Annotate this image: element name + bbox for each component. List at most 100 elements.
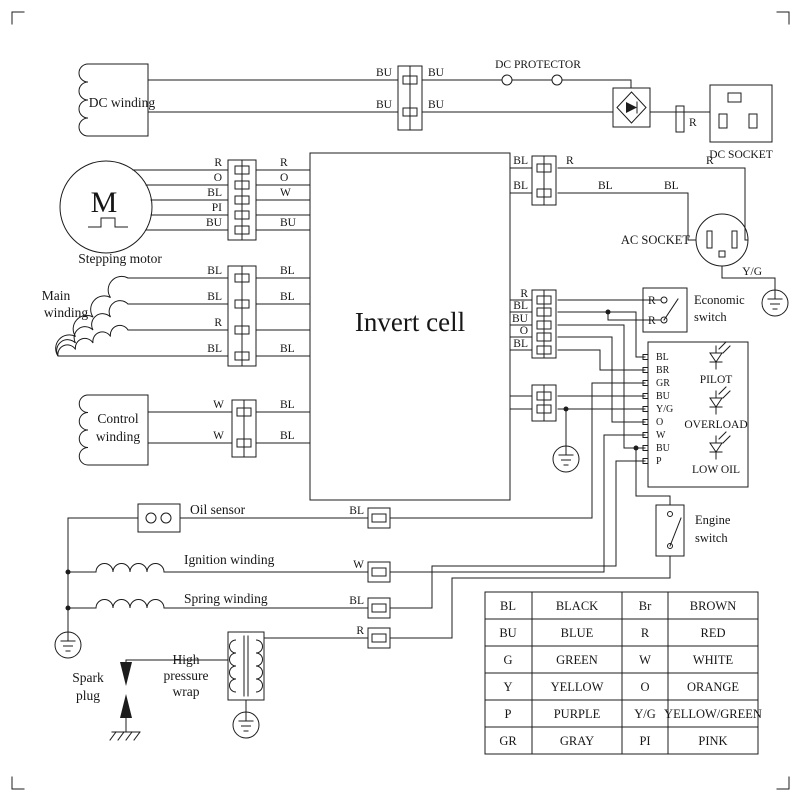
economic-switch	[642, 287, 688, 333]
wire-label: R	[520, 288, 528, 300]
wire-label: BL	[207, 343, 222, 355]
ground-symbol-mid	[552, 445, 580, 473]
legend-abbr: Y/G	[634, 707, 656, 721]
wire-label: O	[520, 325, 528, 337]
engine-switch	[655, 504, 685, 557]
legend-name: BLUE	[561, 626, 594, 640]
dc-socket-label: DC SOCKET	[709, 149, 773, 161]
terminal-label: BU	[656, 391, 671, 402]
legend-table	[484, 591, 759, 755]
pilot-label: PILOT	[700, 374, 733, 386]
legend-abbr: Y	[503, 680, 512, 694]
stepping-motor	[59, 160, 153, 254]
connector-dc	[397, 65, 423, 131]
wire-label: W	[353, 559, 364, 571]
resistor	[675, 105, 685, 133]
wire-label: R	[566, 155, 574, 167]
connector-mid	[531, 289, 557, 359]
connector-oil	[367, 507, 391, 529]
wire-label: BL	[598, 180, 613, 192]
legend-abbr: BL	[500, 599, 516, 613]
low-oil-label: LOW OIL	[692, 464, 740, 476]
wire-label: BL	[664, 180, 679, 192]
oil-sensor	[137, 503, 181, 533]
main-winding-label-2: winding	[44, 305, 89, 320]
invert-cell-title: Invert cell	[355, 307, 465, 337]
overload-led-icon	[709, 386, 731, 415]
legend-abbr: G	[503, 653, 512, 667]
legend-abbr: GR	[499, 734, 517, 748]
wire-label: BU	[512, 313, 529, 325]
legend-name: PINK	[698, 734, 727, 748]
legend-name: PURPLE	[554, 707, 601, 721]
wire-labels: BU BU BU BU R O BL PI BU R O W BU BL BL …	[206, 67, 714, 637]
connector-main	[227, 265, 257, 367]
legend-name: YELLOW/GREEN	[664, 707, 762, 721]
wire-label: BL	[513, 180, 528, 192]
dc-socket	[709, 84, 773, 143]
corner-marks	[11, 11, 790, 790]
ignition-winding-label: Ignition winding	[184, 552, 275, 567]
wire-label: W	[213, 399, 224, 411]
wire-label: BL	[280, 399, 295, 411]
dc-protector-label: DC PROTECTOR	[495, 59, 581, 71]
terminal-label: BL	[656, 352, 669, 363]
wire-label: BU	[280, 217, 297, 229]
stepping-motor-label: Stepping motor	[78, 251, 162, 266]
rectifier-diode	[612, 87, 651, 128]
junction-dots	[65, 309, 639, 611]
wire-label: BL	[513, 155, 528, 167]
legend-name: RED	[701, 626, 726, 640]
engine-switch-label-2: switch	[695, 531, 728, 545]
terminal-label: BU	[656, 443, 671, 454]
wire-label: O	[214, 172, 222, 184]
ground-symbol-ac	[761, 289, 789, 317]
legend-abbr: W	[639, 653, 651, 667]
legend-abbr: O	[640, 680, 649, 694]
labels: DC winding DC PROTECTOR DC SOCKET R Step…	[42, 59, 773, 703]
wire-label: BU	[376, 67, 393, 79]
terminal-label: GR	[656, 378, 670, 389]
wire-label: BL	[280, 265, 295, 277]
yg-ground-label: Y/G	[742, 266, 762, 278]
dc-protector-fuse	[501, 74, 563, 86]
dc-winding-label: DC winding	[89, 95, 156, 110]
wire-label: R	[280, 157, 288, 169]
wire-label: BL	[280, 430, 295, 442]
wire-label: BU	[206, 217, 223, 229]
low-oil-led-icon	[709, 431, 731, 460]
high-pressure-label-1: High	[173, 652, 200, 667]
spring-winding-coil	[95, 599, 165, 609]
ground-symbol-transformer	[232, 711, 260, 739]
dc-winding-coil	[78, 63, 149, 137]
wire-label: BU	[428, 99, 445, 111]
wire-label: O	[280, 172, 288, 184]
wire-label: R	[706, 155, 714, 167]
wire-label: R	[356, 625, 364, 637]
wire-label: BL	[513, 338, 528, 350]
resistor-label: R	[689, 117, 697, 129]
wire-label: R	[214, 317, 222, 329]
economic-switch-label-1: Economic	[694, 293, 745, 307]
wire-label: PI	[212, 202, 222, 214]
ignition-winding-coil	[95, 563, 165, 573]
terminal-label: P	[656, 456, 662, 467]
indicator-panel	[642, 341, 749, 488]
terminal-label: O	[656, 417, 663, 428]
wire-label: BL	[207, 291, 222, 303]
terminal-label: W	[656, 430, 666, 441]
high-pressure-label-2: pressure	[164, 668, 209, 683]
wire-label: BL	[207, 187, 222, 199]
spark-plug-label-1: Spark	[72, 670, 104, 685]
legend-abbr: Br	[639, 599, 652, 613]
connector-ac	[531, 155, 557, 206]
wire-label: BL	[349, 595, 364, 607]
high-pressure-label-3: wrap	[173, 684, 200, 699]
motor-m-symbol: M	[91, 186, 118, 219]
connector-spring	[367, 597, 391, 619]
legend-abbr: P	[505, 707, 512, 721]
wire-label: BL	[207, 265, 222, 277]
wire-label: BL	[280, 343, 295, 355]
wire-label: BL	[280, 291, 295, 303]
